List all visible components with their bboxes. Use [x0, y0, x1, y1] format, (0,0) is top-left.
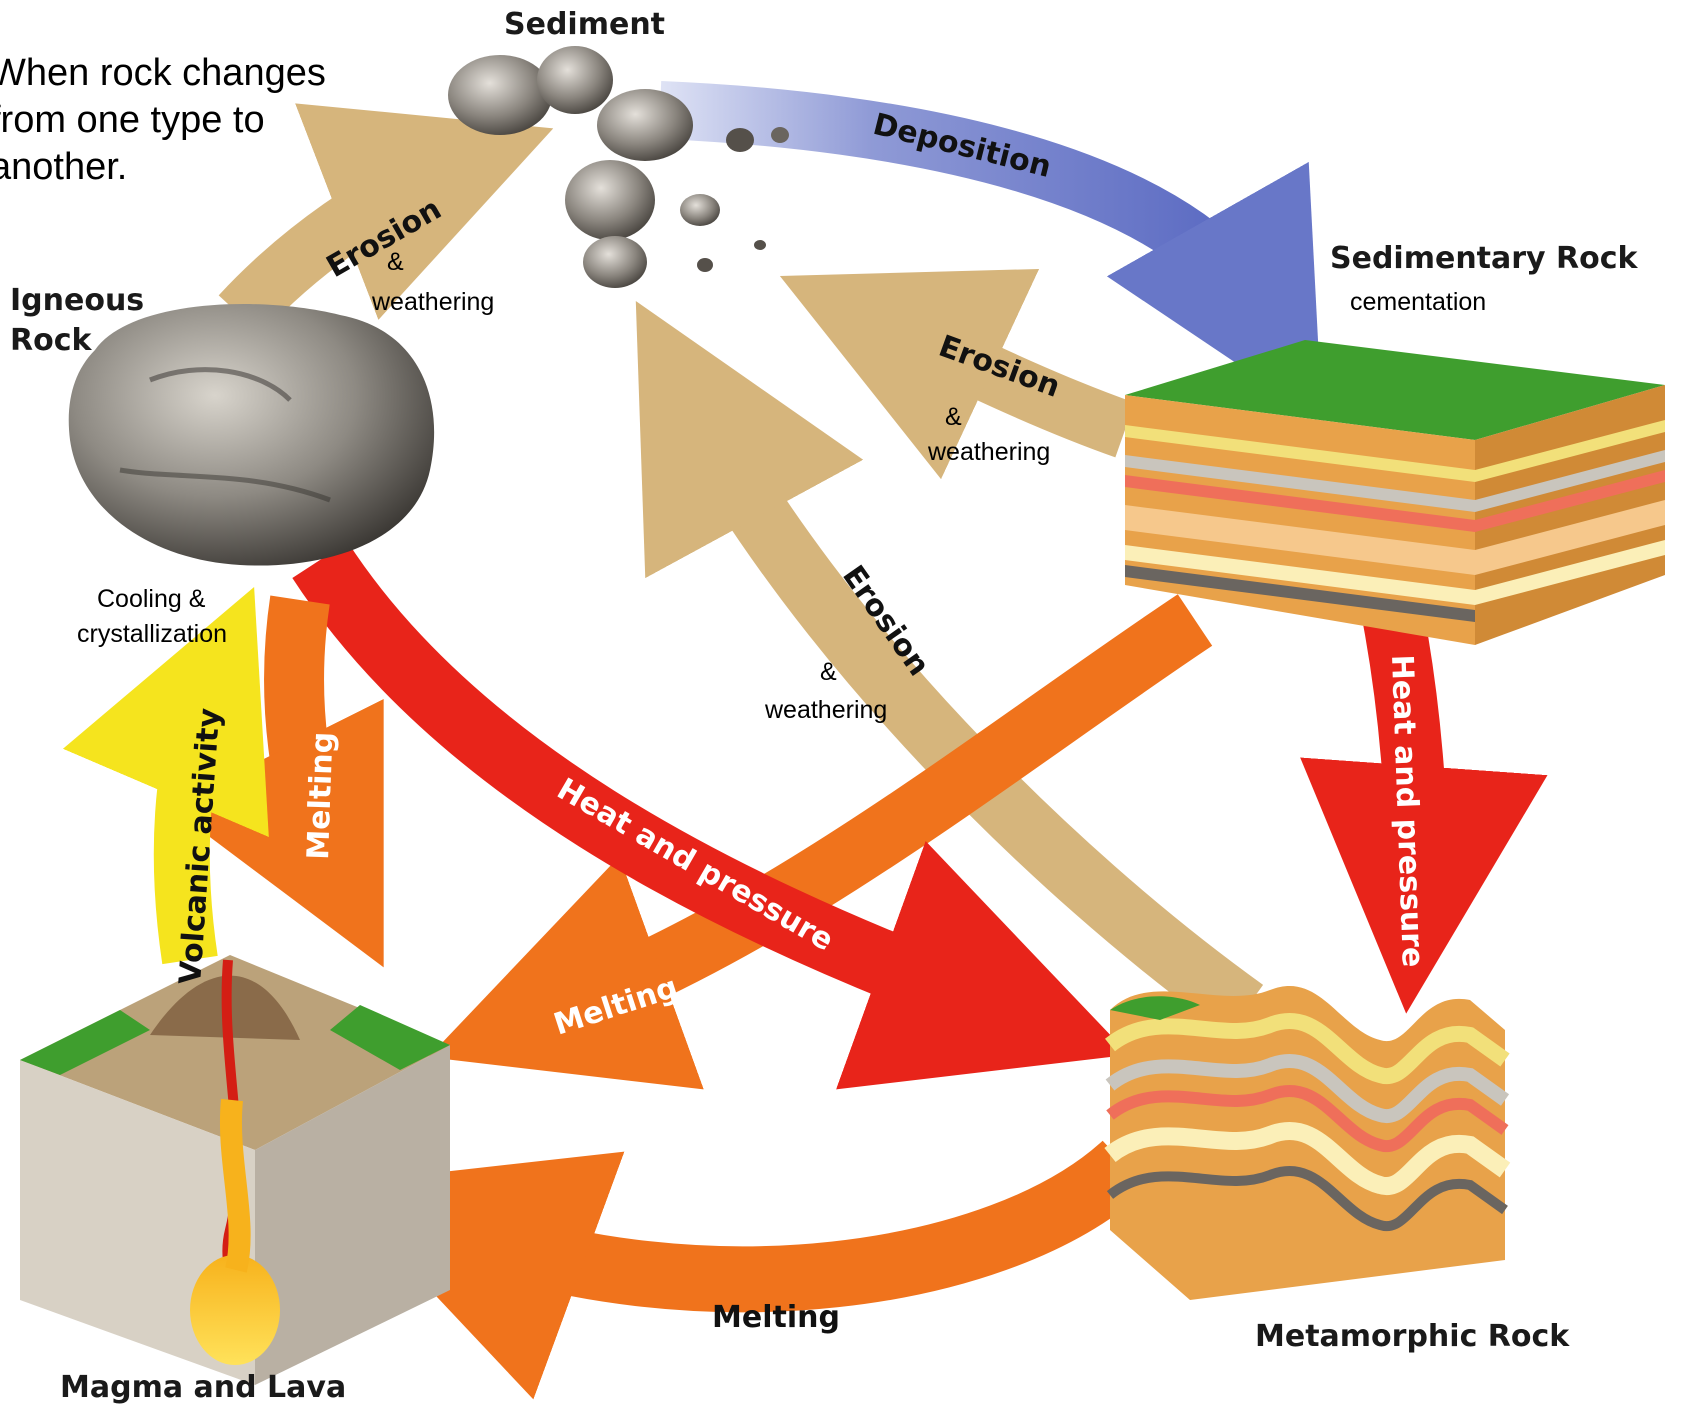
metamorphic-rock-label: Metamorphic Rock	[1255, 1319, 1570, 1354]
sedimentary-rock-label: Sedimentary Rock	[1330, 241, 1639, 276]
erosion-top-weathering: weathering	[371, 288, 494, 316]
igneous-label-line-1: Igneous	[10, 283, 144, 318]
erosion-center-weathering: weathering	[764, 696, 887, 724]
magma-lava-block	[20, 955, 450, 1385]
intro-line-3: another.	[0, 146, 127, 188]
erosion-top-amp: &	[387, 248, 404, 276]
erosion-center-amp: &	[820, 658, 837, 686]
crystallization-label: crystallization	[77, 620, 227, 648]
sediment-pebbles	[448, 46, 789, 288]
metamorphic-rock-block	[1110, 986, 1505, 1300]
erosion-mid-weathering: weathering	[927, 438, 1050, 466]
melting-left-label: Melting	[301, 731, 340, 860]
sedimentary-sub-label: cementation	[1350, 288, 1486, 316]
igneous-label-line-2: Rock	[10, 323, 92, 358]
cooling-label: Cooling &	[97, 585, 206, 613]
intro-line-2: from one type to	[0, 99, 265, 141]
melting-arrow-metamorphic	[455, 1165, 1125, 1279]
magma-lava-label: Magma and Lava	[60, 1370, 346, 1405]
intro-line-1: When rock changes	[0, 52, 326, 94]
melting-bottom-label: Melting	[712, 1300, 840, 1335]
erosion-mid-amp: &	[945, 403, 962, 431]
sediment-label: Sediment	[504, 7, 665, 42]
sedimentary-rock-block	[1125, 340, 1665, 645]
igneous-rock-image	[69, 304, 434, 565]
